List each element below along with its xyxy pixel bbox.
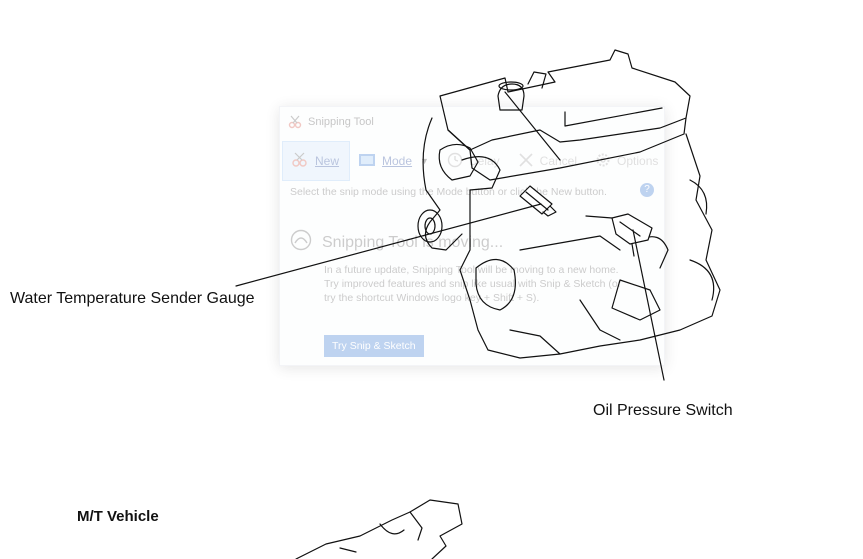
cancel-label: Cancel bbox=[539, 154, 578, 168]
cancel-button[interactable]: Cancel bbox=[510, 142, 587, 180]
snipping-tool-titlebar: Snipping Tool bbox=[288, 113, 374, 131]
new-snip-icon bbox=[291, 152, 309, 171]
moving-notice-text: In a future update, Snipping Tool will b… bbox=[324, 264, 622, 304]
water-temp-sender-label: Water Temperature Sender Gauge bbox=[10, 290, 255, 307]
window-title: Snipping Tool bbox=[308, 116, 374, 128]
mode-label: Mode bbox=[382, 154, 413, 168]
mode-icon bbox=[358, 153, 376, 170]
chevron-down-icon: ▼ bbox=[420, 156, 429, 166]
oil-pressure-switch-label: Oil Pressure Switch bbox=[593, 402, 733, 419]
scissors-icon bbox=[288, 115, 302, 129]
clock-icon bbox=[447, 152, 463, 171]
snipping-toolbar: New Mode ▼ Delay Cancel bbox=[282, 141, 662, 181]
close-icon bbox=[518, 152, 534, 171]
new-snip-button[interactable]: New bbox=[282, 141, 351, 181]
mode-button[interactable]: Mode ▼ bbox=[350, 142, 439, 180]
options-label: Options bbox=[617, 154, 659, 168]
new-label: New bbox=[315, 154, 340, 168]
try-snip-sketch-button[interactable]: Try Snip & Sketch bbox=[324, 335, 424, 357]
snip-sketch-icon bbox=[290, 229, 312, 256]
help-icon[interactable]: ? bbox=[640, 183, 654, 197]
mt-vehicle-label: M/T Vehicle bbox=[77, 508, 159, 525]
